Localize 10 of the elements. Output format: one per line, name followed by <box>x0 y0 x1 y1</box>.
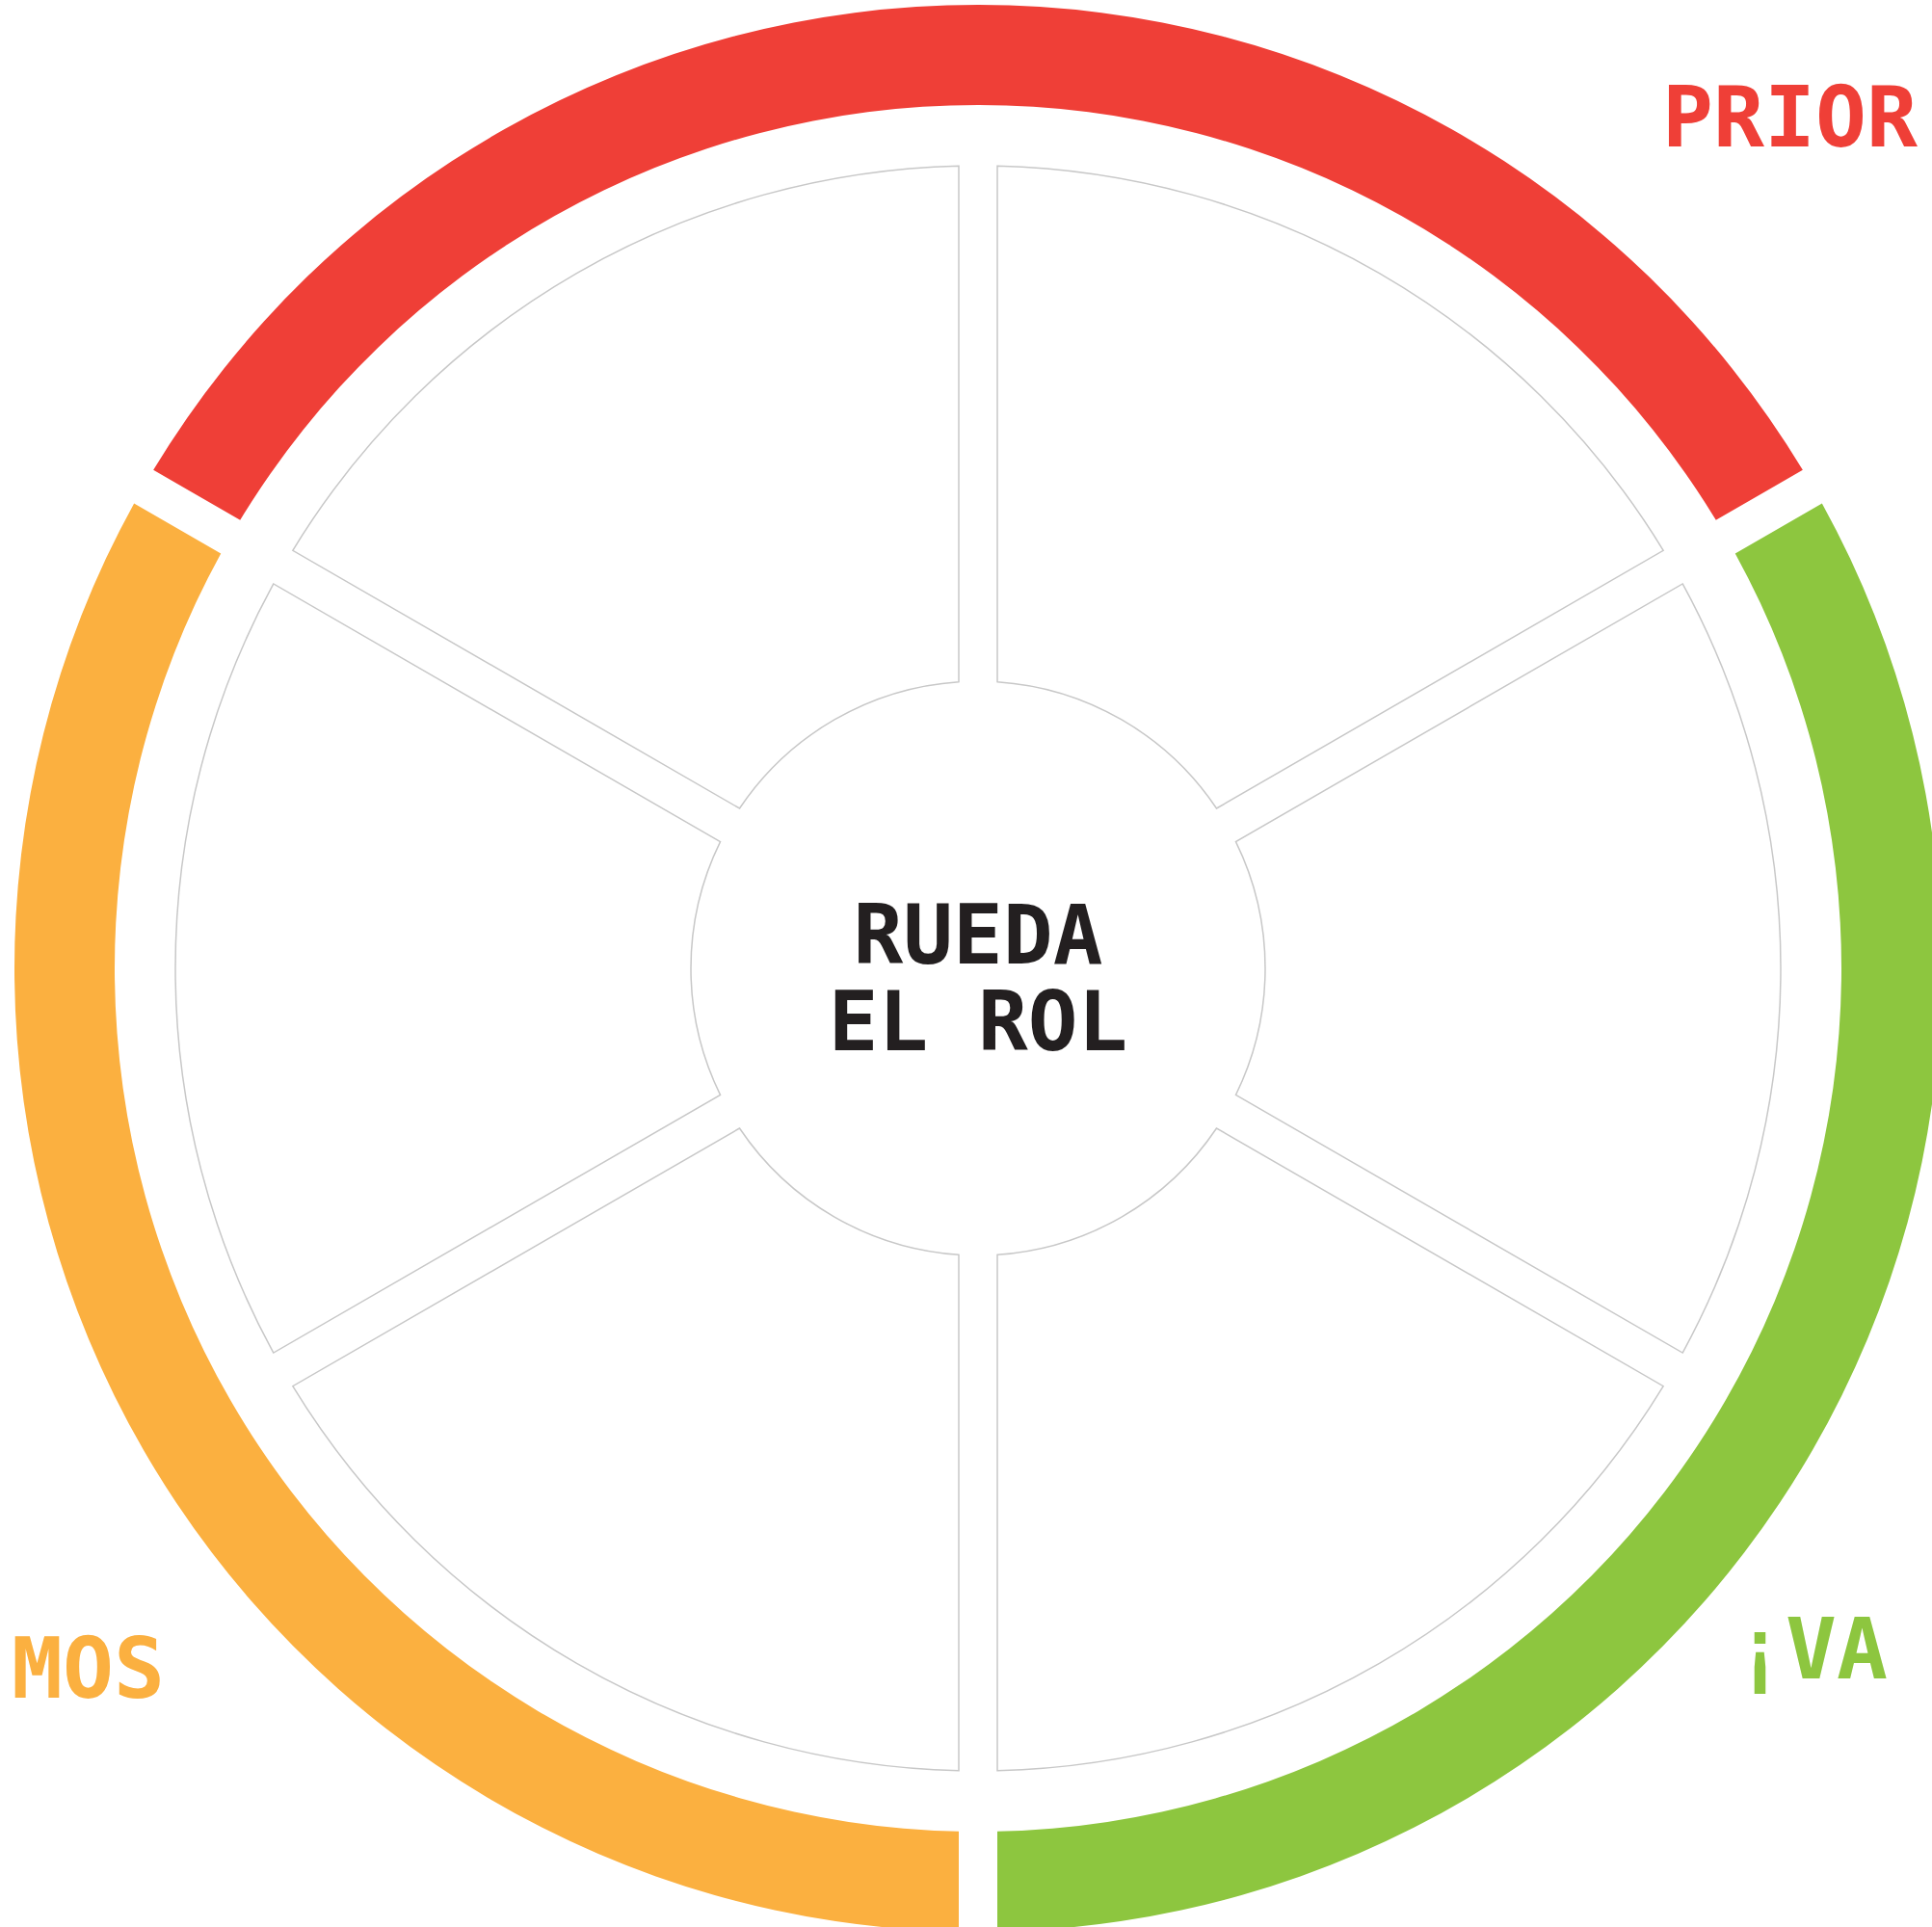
wheel-segment <box>292 1127 960 1772</box>
wheel-segment <box>996 1127 1664 1772</box>
section-label: ¡VA <box>1734 1599 1888 1699</box>
wheel-segment <box>996 165 1664 809</box>
wheel-segment <box>1234 583 1782 1354</box>
section-label: PRIOR <box>1662 67 1918 167</box>
wheel-segment <box>174 583 722 1354</box>
hub-title: RUEDA EL ROL <box>785 891 1171 1066</box>
section-label: MOS <box>12 1619 165 1718</box>
wheel-segment <box>292 165 960 809</box>
